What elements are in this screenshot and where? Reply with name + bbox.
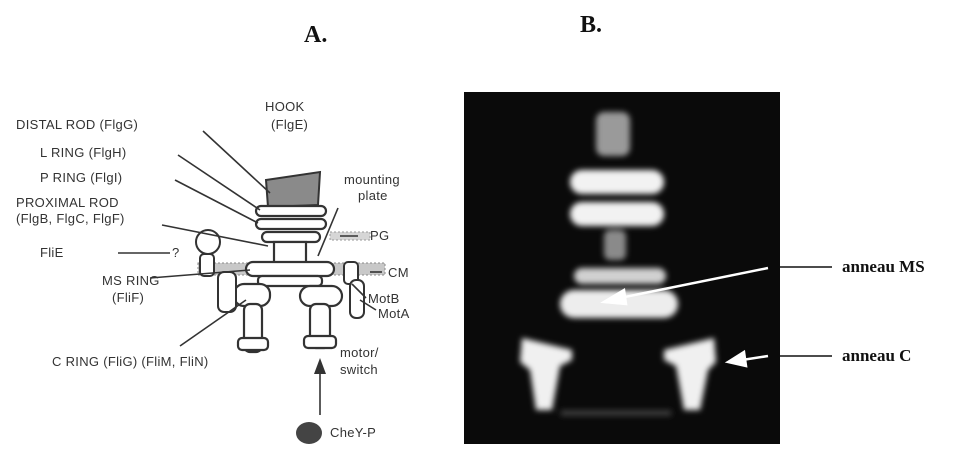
micrograph-p-ring bbox=[570, 202, 664, 226]
micrograph-ms-ring-upper bbox=[574, 268, 666, 284]
micrograph-hook-density bbox=[596, 112, 630, 156]
label-anneau-ms: anneau MS bbox=[842, 257, 925, 277]
label-anneau-c: anneau C bbox=[842, 346, 911, 366]
micrograph-c-ring-bottom bbox=[560, 410, 672, 416]
micrograph-rod bbox=[604, 230, 626, 260]
micrograph-l-ring bbox=[570, 170, 664, 194]
